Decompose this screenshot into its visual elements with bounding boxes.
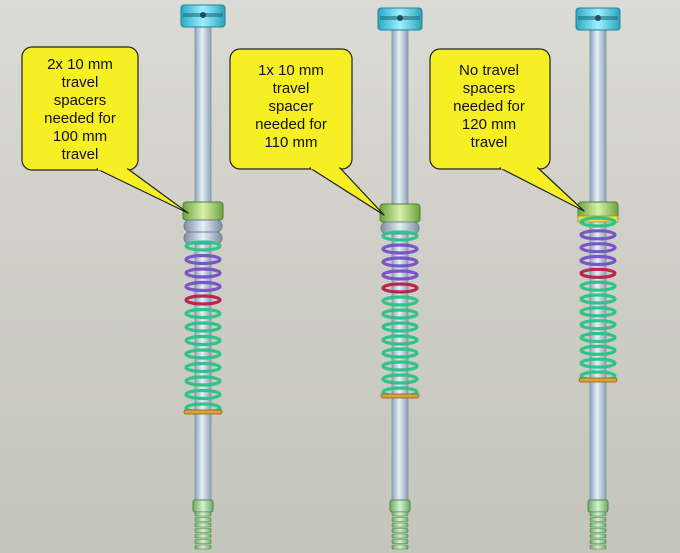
spring-coil xyxy=(381,269,419,281)
spring-coil xyxy=(381,256,419,268)
spring-coil xyxy=(381,360,419,372)
threaded-end-cap xyxy=(192,499,214,513)
thread-ridge xyxy=(194,533,212,539)
piston-cap-hole xyxy=(200,12,206,18)
callout-balloon xyxy=(21,46,139,171)
thread-ridge xyxy=(391,511,409,517)
callout-text-right: No travel spacers needed for 120 mm trav… xyxy=(453,62,525,151)
spring-coil xyxy=(184,348,222,360)
spring-coil xyxy=(381,282,419,294)
spring-coil xyxy=(184,307,222,320)
spring-coil xyxy=(579,254,617,267)
callout-right xyxy=(429,48,585,212)
spring-coil xyxy=(381,308,419,320)
spring-coil xyxy=(579,267,617,279)
thread-ridge xyxy=(589,528,607,533)
spring-coil xyxy=(579,319,617,331)
thread-ridge xyxy=(194,511,212,517)
thread-ridge xyxy=(194,517,212,522)
fork-middle xyxy=(377,7,423,550)
spring-coil xyxy=(579,357,617,369)
spring-coil xyxy=(381,373,419,385)
spring-coil xyxy=(184,280,222,293)
callout-left xyxy=(21,46,189,214)
thread-ridge xyxy=(589,517,607,522)
spring-coil xyxy=(184,375,222,387)
thread-ridge xyxy=(194,522,212,528)
fork-right xyxy=(575,7,621,550)
travel-spacer xyxy=(183,219,223,233)
spring-coil xyxy=(579,280,617,292)
thread-ridge xyxy=(589,539,607,544)
thread-ridge xyxy=(391,544,409,550)
callout-pointer xyxy=(499,167,585,212)
spring-coil xyxy=(579,344,617,356)
spring-coil xyxy=(381,347,419,359)
spring-coil xyxy=(579,331,617,344)
thread-ridge xyxy=(589,533,607,539)
thread-ridge xyxy=(391,517,409,522)
spring-coil xyxy=(381,230,419,242)
piston-cap-hole xyxy=(595,15,601,21)
spring-coil xyxy=(579,229,617,241)
spring-coil xyxy=(184,267,222,279)
spring-coil xyxy=(381,243,419,255)
thread-ridge xyxy=(589,511,607,517)
thread-ridge xyxy=(589,544,607,550)
spring-coil xyxy=(579,306,617,318)
spring-coil xyxy=(184,361,222,374)
spring-coil xyxy=(184,321,222,333)
coil-end-ring xyxy=(380,393,420,399)
callout-middle xyxy=(229,48,385,216)
coil-end-ring xyxy=(183,409,223,415)
thread-ridge xyxy=(194,528,212,533)
collar xyxy=(379,203,421,223)
spring-coil xyxy=(381,334,419,346)
callout-balloon xyxy=(429,48,551,170)
thread-ridge xyxy=(391,528,409,533)
spring-coil xyxy=(184,294,222,306)
spring-coil xyxy=(579,242,617,254)
spring-coil xyxy=(184,334,222,347)
callout-balloon xyxy=(229,48,353,170)
spring-coil xyxy=(579,216,617,228)
callout-text-middle: 1x 10 mm travel spacer needed for 110 mm xyxy=(255,62,327,151)
thread-ridge xyxy=(391,522,409,528)
thread-ridge xyxy=(194,544,212,550)
spring-coil xyxy=(184,240,222,252)
spring-coil xyxy=(579,293,617,305)
callout-pointer xyxy=(309,167,385,216)
collar xyxy=(182,201,224,221)
threaded-end-cap xyxy=(587,499,609,513)
thread-ridge xyxy=(194,539,212,544)
spring-coil xyxy=(184,388,222,401)
callout-text-left: 2x 10 mm travel spacers needed for 100 m… xyxy=(44,56,116,163)
spring-coil xyxy=(381,321,419,333)
spring-coil xyxy=(184,253,222,266)
piston-cap-hole xyxy=(397,15,403,21)
coil-end-ring xyxy=(578,377,618,383)
callout-pointer xyxy=(96,168,189,214)
thread-ridge xyxy=(589,522,607,528)
fork-left xyxy=(180,4,226,550)
thread-ridge xyxy=(391,539,409,544)
spring-coil xyxy=(381,295,419,307)
threaded-end-cap xyxy=(389,499,411,513)
thread-ridge xyxy=(391,533,409,539)
